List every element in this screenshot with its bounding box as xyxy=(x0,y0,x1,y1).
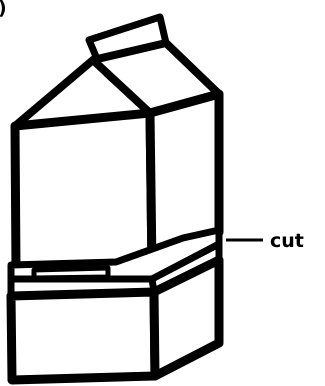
carton-gable-edge xyxy=(103,70,154,117)
carton-bottom-front-rim-face xyxy=(7,240,223,300)
carton-bottom-front xyxy=(6,287,160,385)
cut-label: cut xyxy=(270,230,304,252)
carton-bottom-right xyxy=(149,255,224,381)
carton-front-face xyxy=(10,108,157,276)
carton-bottom-opening xyxy=(31,265,111,281)
corner-mark: ) xyxy=(0,0,7,19)
